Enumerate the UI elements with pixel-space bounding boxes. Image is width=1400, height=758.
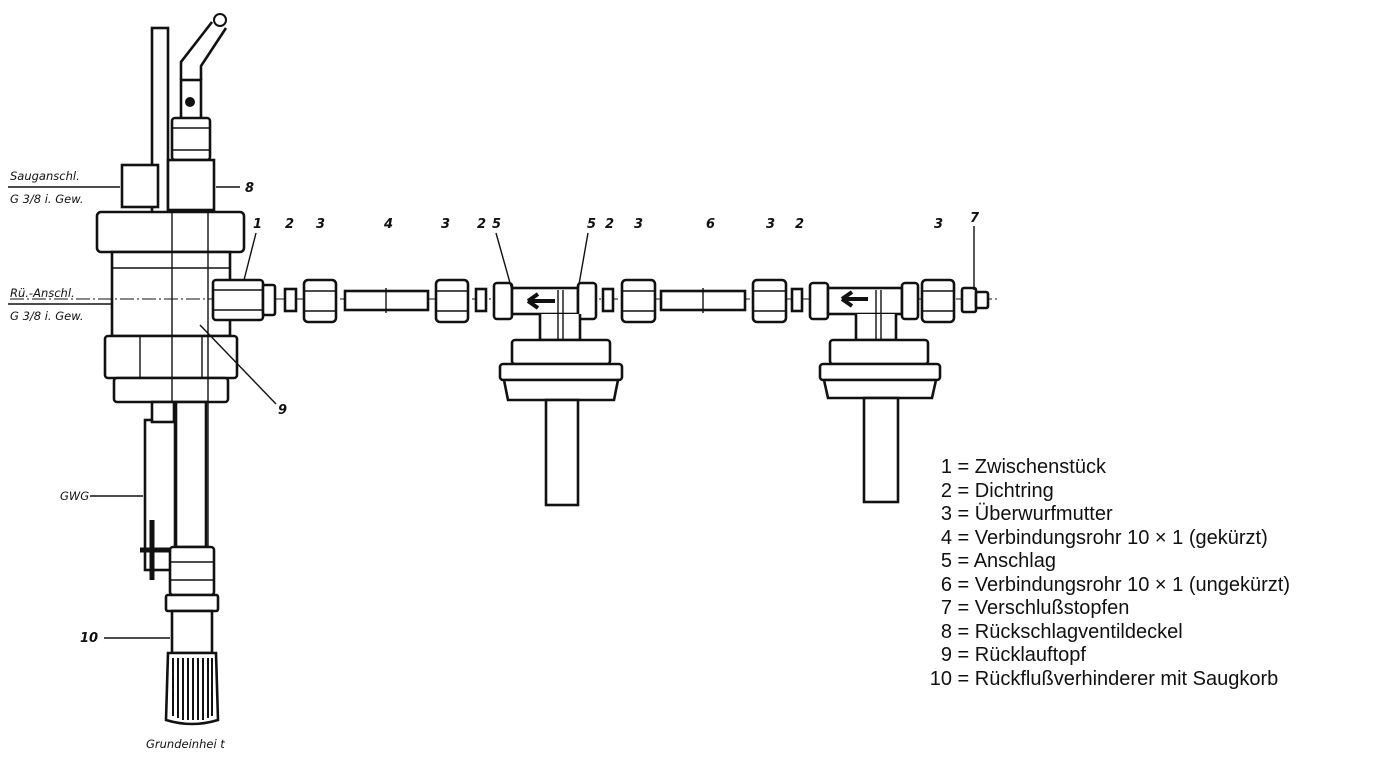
callout-2: 2 <box>795 217 804 232</box>
base-unit-label: Grundeinhei t <box>146 737 225 751</box>
legend-equals: = <box>952 667 975 690</box>
legend-number: 7 <box>940 597 952 619</box>
return-connection-label: Rü.-Anschl. <box>10 286 75 300</box>
legend-number: 3 <box>940 503 952 525</box>
callout-3: 3 <box>934 217 943 232</box>
legend-item: 2 = Dichtring <box>918 480 1388 504</box>
legend-item: 1 = Zwischenstück <box>918 456 1388 480</box>
suction-connector <box>120 163 160 209</box>
plug <box>960 286 978 314</box>
legend-equals: = <box>952 503 975 525</box>
callout-8: 8 <box>245 181 254 196</box>
filter-cap-1 <box>510 338 612 366</box>
legend-item: 9 = Rücklauftopf <box>918 644 1388 668</box>
legend-equals: = <box>952 550 974 572</box>
valve-cover-nut <box>170 116 212 162</box>
seal-ring-3 <box>601 287 615 313</box>
callout-7: 7 <box>970 211 980 226</box>
legend-number: 10 <box>929 667 952 690</box>
legend-item: 10 = Rückflußverhinderer mit Saugkorb <box>918 668 1388 692</box>
callout-2: 2 <box>605 217 614 232</box>
legend-number: 1 <box>940 456 952 478</box>
seal-ring-4 <box>790 287 804 313</box>
filter-stem-1 <box>544 398 580 507</box>
legend-text: Rücklauftopf <box>974 644 1086 666</box>
legend-equals: = <box>952 644 975 666</box>
callout-3: 3 <box>441 217 450 232</box>
filter-stem-2 <box>862 396 900 504</box>
pipe-marker <box>185 97 195 107</box>
legend-equals: = <box>952 456 975 478</box>
union-nut-3 <box>620 278 657 324</box>
legend-equals: = <box>952 597 975 619</box>
callout-6: 6 <box>706 217 715 232</box>
legend-equals: = <box>952 573 975 596</box>
valve-cover <box>166 158 216 212</box>
legend-number: 5 <box>940 550 952 572</box>
legend-equals: = <box>952 620 975 643</box>
callout-3: 3 <box>316 217 325 232</box>
legend-number: 2 <box>940 479 952 502</box>
side-labels: Sauganschl. G 3/8 i. Gew. Rü.-Anschl. G … <box>8 169 225 751</box>
legend-item: 4 = Verbindungsrohr 10 × 1 (gekürzt) <box>918 527 1388 551</box>
legend-text: Rückschlagventildeckel <box>974 620 1183 643</box>
legend-text: Verbindungsrohr 10 × 1 (ungekürzt) <box>974 573 1290 596</box>
callouts: 1 2 3 4 3 2 5 5 2 3 6 3 2 3 7 8 9 10 <box>80 181 980 646</box>
legend-item: 6 = Verbindungsrohr 10 × 1 (ungekürzt) <box>918 574 1388 598</box>
legend-text: Rückflußverhinderer mit Saugkorb <box>974 667 1279 690</box>
legend-text: Zwischenstück <box>974 456 1106 478</box>
backflow-preventer <box>170 609 214 655</box>
horizontal-run <box>10 278 1000 507</box>
callout-10: 10 <box>80 631 98 646</box>
suction-connection-label: Sauganschl. <box>10 169 80 183</box>
lower-pipe <box>174 400 208 549</box>
callout-4: 4 <box>383 217 393 232</box>
legend-text: Überwurfmutter <box>974 503 1113 525</box>
legend-number: 9 <box>940 644 952 666</box>
seal-ring-1 <box>283 287 298 313</box>
callout-5: 5 <box>587 217 596 232</box>
callout-3: 3 <box>634 217 643 232</box>
base-unit <box>95 13 246 726</box>
callout-3: 3 <box>766 217 775 232</box>
union-nut-1 <box>302 278 338 324</box>
suction-thread-label: G 3/8 i. Gew. <box>10 192 84 206</box>
bent-pipe <box>179 21 228 80</box>
seal-ring-2 <box>474 287 488 313</box>
legend-item: 3 = Überwurfmutter <box>918 503 1388 527</box>
legend-number: 4 <box>940 526 952 549</box>
callout-9: 9 <box>278 403 287 418</box>
legend-item: 8 = Rückschlagventildeckel <box>918 621 1388 645</box>
legend-text: Anschlag <box>973 550 1056 572</box>
top-flange <box>95 210 246 254</box>
adapter-piece <box>211 278 265 322</box>
union-nut-2 <box>434 278 470 324</box>
legend-text: Verbindungsrohr 10 × 1 (gekürzt) <box>974 526 1268 549</box>
callout-5: 5 <box>492 217 501 232</box>
bottom-cover <box>112 376 230 404</box>
union-nut-4 <box>751 278 788 324</box>
legend-equals: = <box>952 526 975 549</box>
callout-2: 2 <box>285 217 294 232</box>
legend-item: 5 = Anschlag <box>918 550 1388 574</box>
legend-text: Verschlußstopfen <box>974 597 1130 619</box>
return-thread-label: G 3/8 i. Gew. <box>10 309 84 323</box>
callout-2: 2 <box>477 217 486 232</box>
legend-equals: = <box>952 479 975 502</box>
legend-item: 7 = Verschlußstopfen <box>918 597 1388 621</box>
gwg-label: GWG <box>60 489 89 503</box>
filter-cap-2 <box>828 338 930 366</box>
union-nut-5 <box>920 278 956 324</box>
lower-nut-2 <box>168 545 216 597</box>
legend-text: Dichtring <box>974 479 1054 502</box>
pipe-cap <box>213 13 227 27</box>
legend-number: 8 <box>940 620 952 643</box>
callout-1: 1 <box>253 217 262 232</box>
legend-number: 6 <box>940 573 952 596</box>
